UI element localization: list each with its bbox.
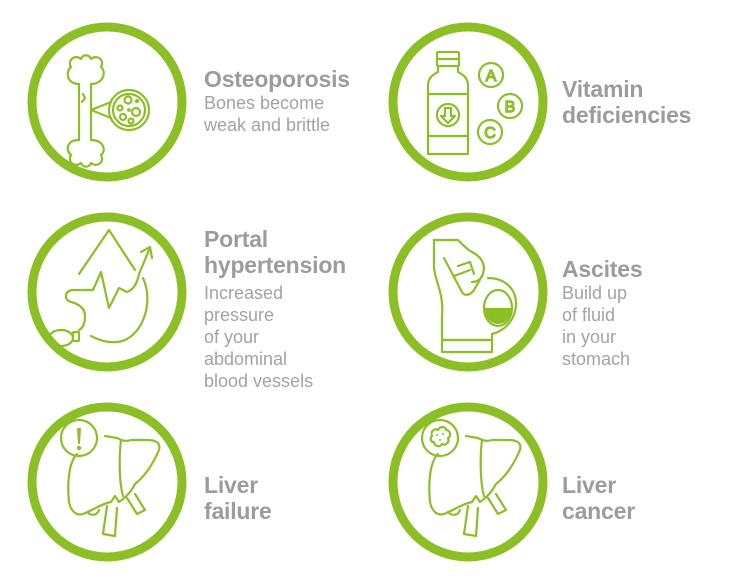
- bone-magnifier-icon: [27, 22, 187, 182]
- blood-pressure-icon: [27, 212, 187, 372]
- condition-description-line: Bones become: [204, 93, 325, 113]
- condition-description-line: weak and brittle: [204, 115, 331, 135]
- svg-text:A: A: [486, 68, 497, 85]
- svg-text:B: B: [505, 99, 516, 116]
- condition-title: Osteoporosis: [204, 66, 350, 92]
- condition-description-line: in your stomach: [562, 327, 631, 369]
- condition-title: deficiencies: [562, 102, 692, 128]
- svg-text:C: C: [484, 125, 496, 142]
- condition-description-line: of your abdominal: [204, 327, 288, 369]
- condition-description-line: Increased pressure: [204, 283, 284, 325]
- liver-warning-icon: [27, 402, 187, 562]
- condition-title: Vitamin: [562, 76, 644, 102]
- condition-description-line: Build up of fluid: [562, 283, 628, 325]
- condition-description-line: blood vessels: [204, 371, 314, 391]
- condition-title: hypertension: [204, 252, 347, 278]
- liver-tumor-icon: [388, 402, 548, 562]
- vitamin-bottle-icon: A B C: [388, 22, 548, 182]
- condition-title: Ascites: [562, 256, 643, 282]
- condition-title: Liver cancer: [562, 472, 635, 524]
- swollen-abdomen-icon: [388, 212, 548, 372]
- condition-title: Liver failure: [204, 472, 272, 524]
- condition-title: Portal: [204, 226, 268, 252]
